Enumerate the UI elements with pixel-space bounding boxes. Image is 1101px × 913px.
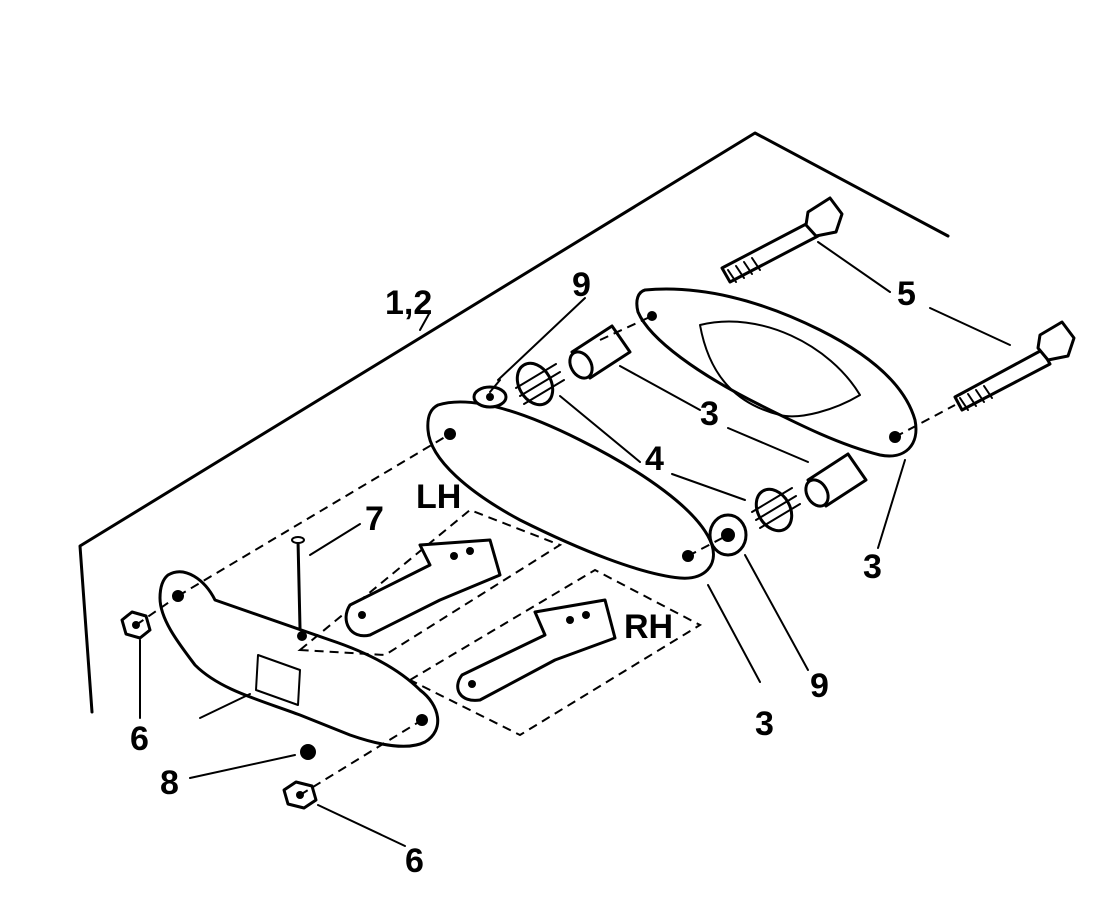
callout-pin: 7: [365, 500, 384, 538]
assembly-lines: [135, 315, 956, 796]
rh-hinge-group: [407, 568, 703, 737]
spring-upper: [515, 361, 565, 407]
callout-side-left: LH: [416, 478, 461, 516]
bolt-lower: [953, 320, 1076, 412]
center-plate: [426, 400, 715, 580]
lh-hinge-group: [297, 508, 563, 657]
callout-spacer-tube-upper: 3: [700, 395, 719, 433]
callout-plate-center: 3: [755, 705, 774, 743]
callout-plate-right: 3: [863, 548, 882, 586]
bolt-upper: [720, 196, 844, 284]
callout-nut-left: 6: [130, 720, 149, 758]
callout-lock-washer: 8: [160, 764, 179, 802]
leader-lines: [139, 241, 1011, 847]
spacer-tube-upper: [568, 324, 632, 380]
callout-spring-center: 4: [645, 440, 664, 478]
lock-washer: [300, 744, 316, 760]
assembly-frame: [78, 131, 950, 714]
callout-bolts: 5: [897, 275, 916, 313]
callout-washer-lower: 9: [810, 667, 829, 705]
callout-side-right: RH: [624, 608, 673, 646]
spring-lower: [751, 487, 801, 533]
pin: [291, 536, 305, 630]
callout-nut-bottom: 6: [405, 842, 424, 880]
rear-plate: [635, 287, 918, 458]
callout-washer-upper: 9: [572, 266, 591, 304]
callout-assembly: 1,2: [385, 284, 432, 322]
washer-upper: [472, 385, 508, 409]
spacer-tube-lower: [804, 452, 868, 508]
